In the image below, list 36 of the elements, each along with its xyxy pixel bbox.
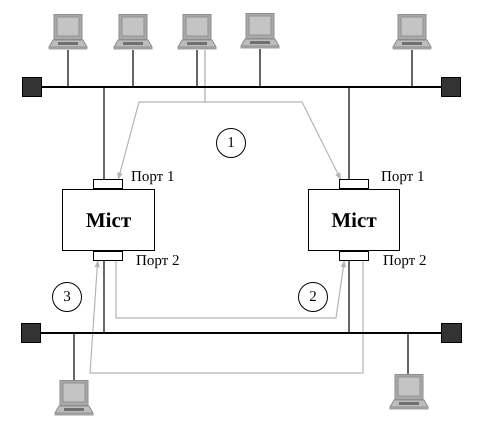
signal-arrow xyxy=(204,50,342,180)
cable-line xyxy=(103,261,105,332)
cable-line xyxy=(67,50,69,86)
number-circle xyxy=(298,282,328,312)
number-circle xyxy=(216,128,246,158)
port-box xyxy=(339,251,369,261)
port-label: Порт 1 xyxy=(381,170,424,185)
signal-arrow xyxy=(115,260,346,319)
cable-line xyxy=(73,334,75,380)
terminator-block xyxy=(21,323,41,343)
signal-arrow xyxy=(89,260,364,374)
cable-line xyxy=(196,50,198,86)
port-box xyxy=(93,251,123,261)
cable-line xyxy=(348,261,350,332)
port-label: Порт 1 xyxy=(131,170,174,185)
callout-number: 1 xyxy=(227,134,235,152)
terminator-block xyxy=(441,77,461,97)
callout-number: 2 xyxy=(309,288,317,306)
terminator-block xyxy=(441,323,462,343)
cable-line xyxy=(411,50,413,86)
callout-number: 3 xyxy=(63,288,71,306)
port-box xyxy=(339,179,369,189)
terminator-block xyxy=(22,77,42,97)
bridge-box xyxy=(62,189,155,251)
cable-line xyxy=(259,49,261,86)
port-label: Порт 2 xyxy=(136,254,180,269)
port-box xyxy=(93,179,123,189)
number-circle xyxy=(52,282,82,312)
bridge-box xyxy=(308,189,400,251)
cable-line xyxy=(348,88,350,179)
bridge-label: Міст xyxy=(331,208,377,232)
cable-line xyxy=(103,88,105,179)
bridge-label: Міст xyxy=(86,208,132,232)
port-label: Порт 2 xyxy=(383,254,426,269)
cable-line xyxy=(407,334,409,374)
cable-line xyxy=(132,50,134,86)
